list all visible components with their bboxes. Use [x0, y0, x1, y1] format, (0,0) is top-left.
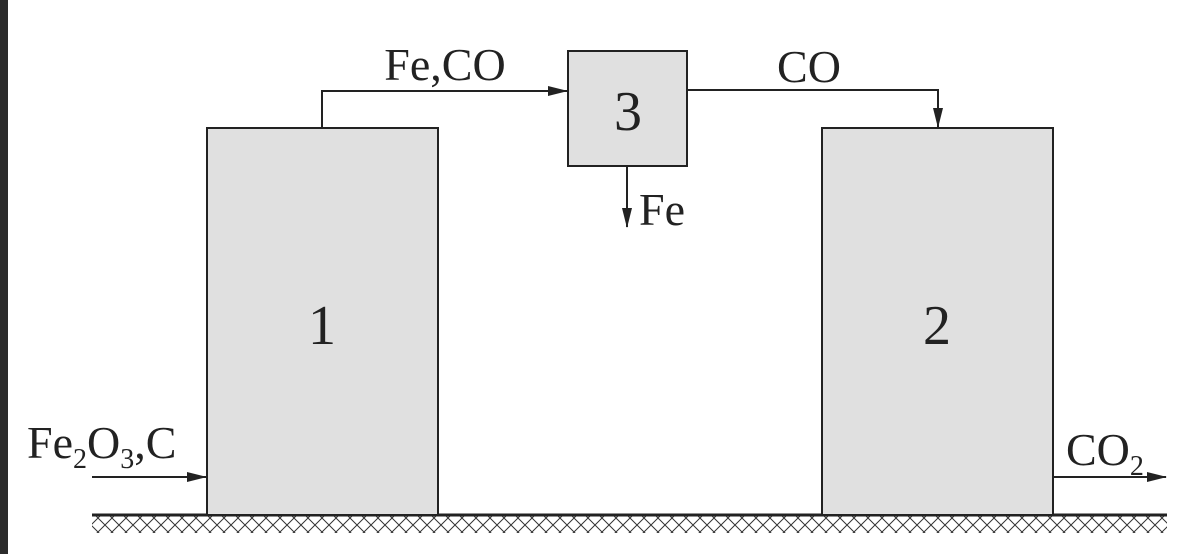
block-3-label: 3: [614, 81, 642, 143]
ground-hatch: [92, 515, 1167, 533]
frame-edge: [0, 0, 8, 554]
input-flow-label: Fe2O3,C: [27, 417, 176, 475]
block3-output-label: Fe: [639, 184, 685, 235]
block1-to-block3-arrow: [321, 86, 568, 128]
block1-to-block3-label: Fe,CO: [384, 39, 505, 90]
block-2: [821, 127, 1054, 516]
block-1-label: 1: [308, 295, 336, 357]
output-flow-label: CO2: [1066, 424, 1144, 482]
block-2-label: 2: [923, 295, 951, 357]
block3-to-block2-arrow: [688, 89, 943, 128]
block-1: [206, 127, 439, 516]
block3-to-block2-label: CO: [777, 41, 841, 92]
